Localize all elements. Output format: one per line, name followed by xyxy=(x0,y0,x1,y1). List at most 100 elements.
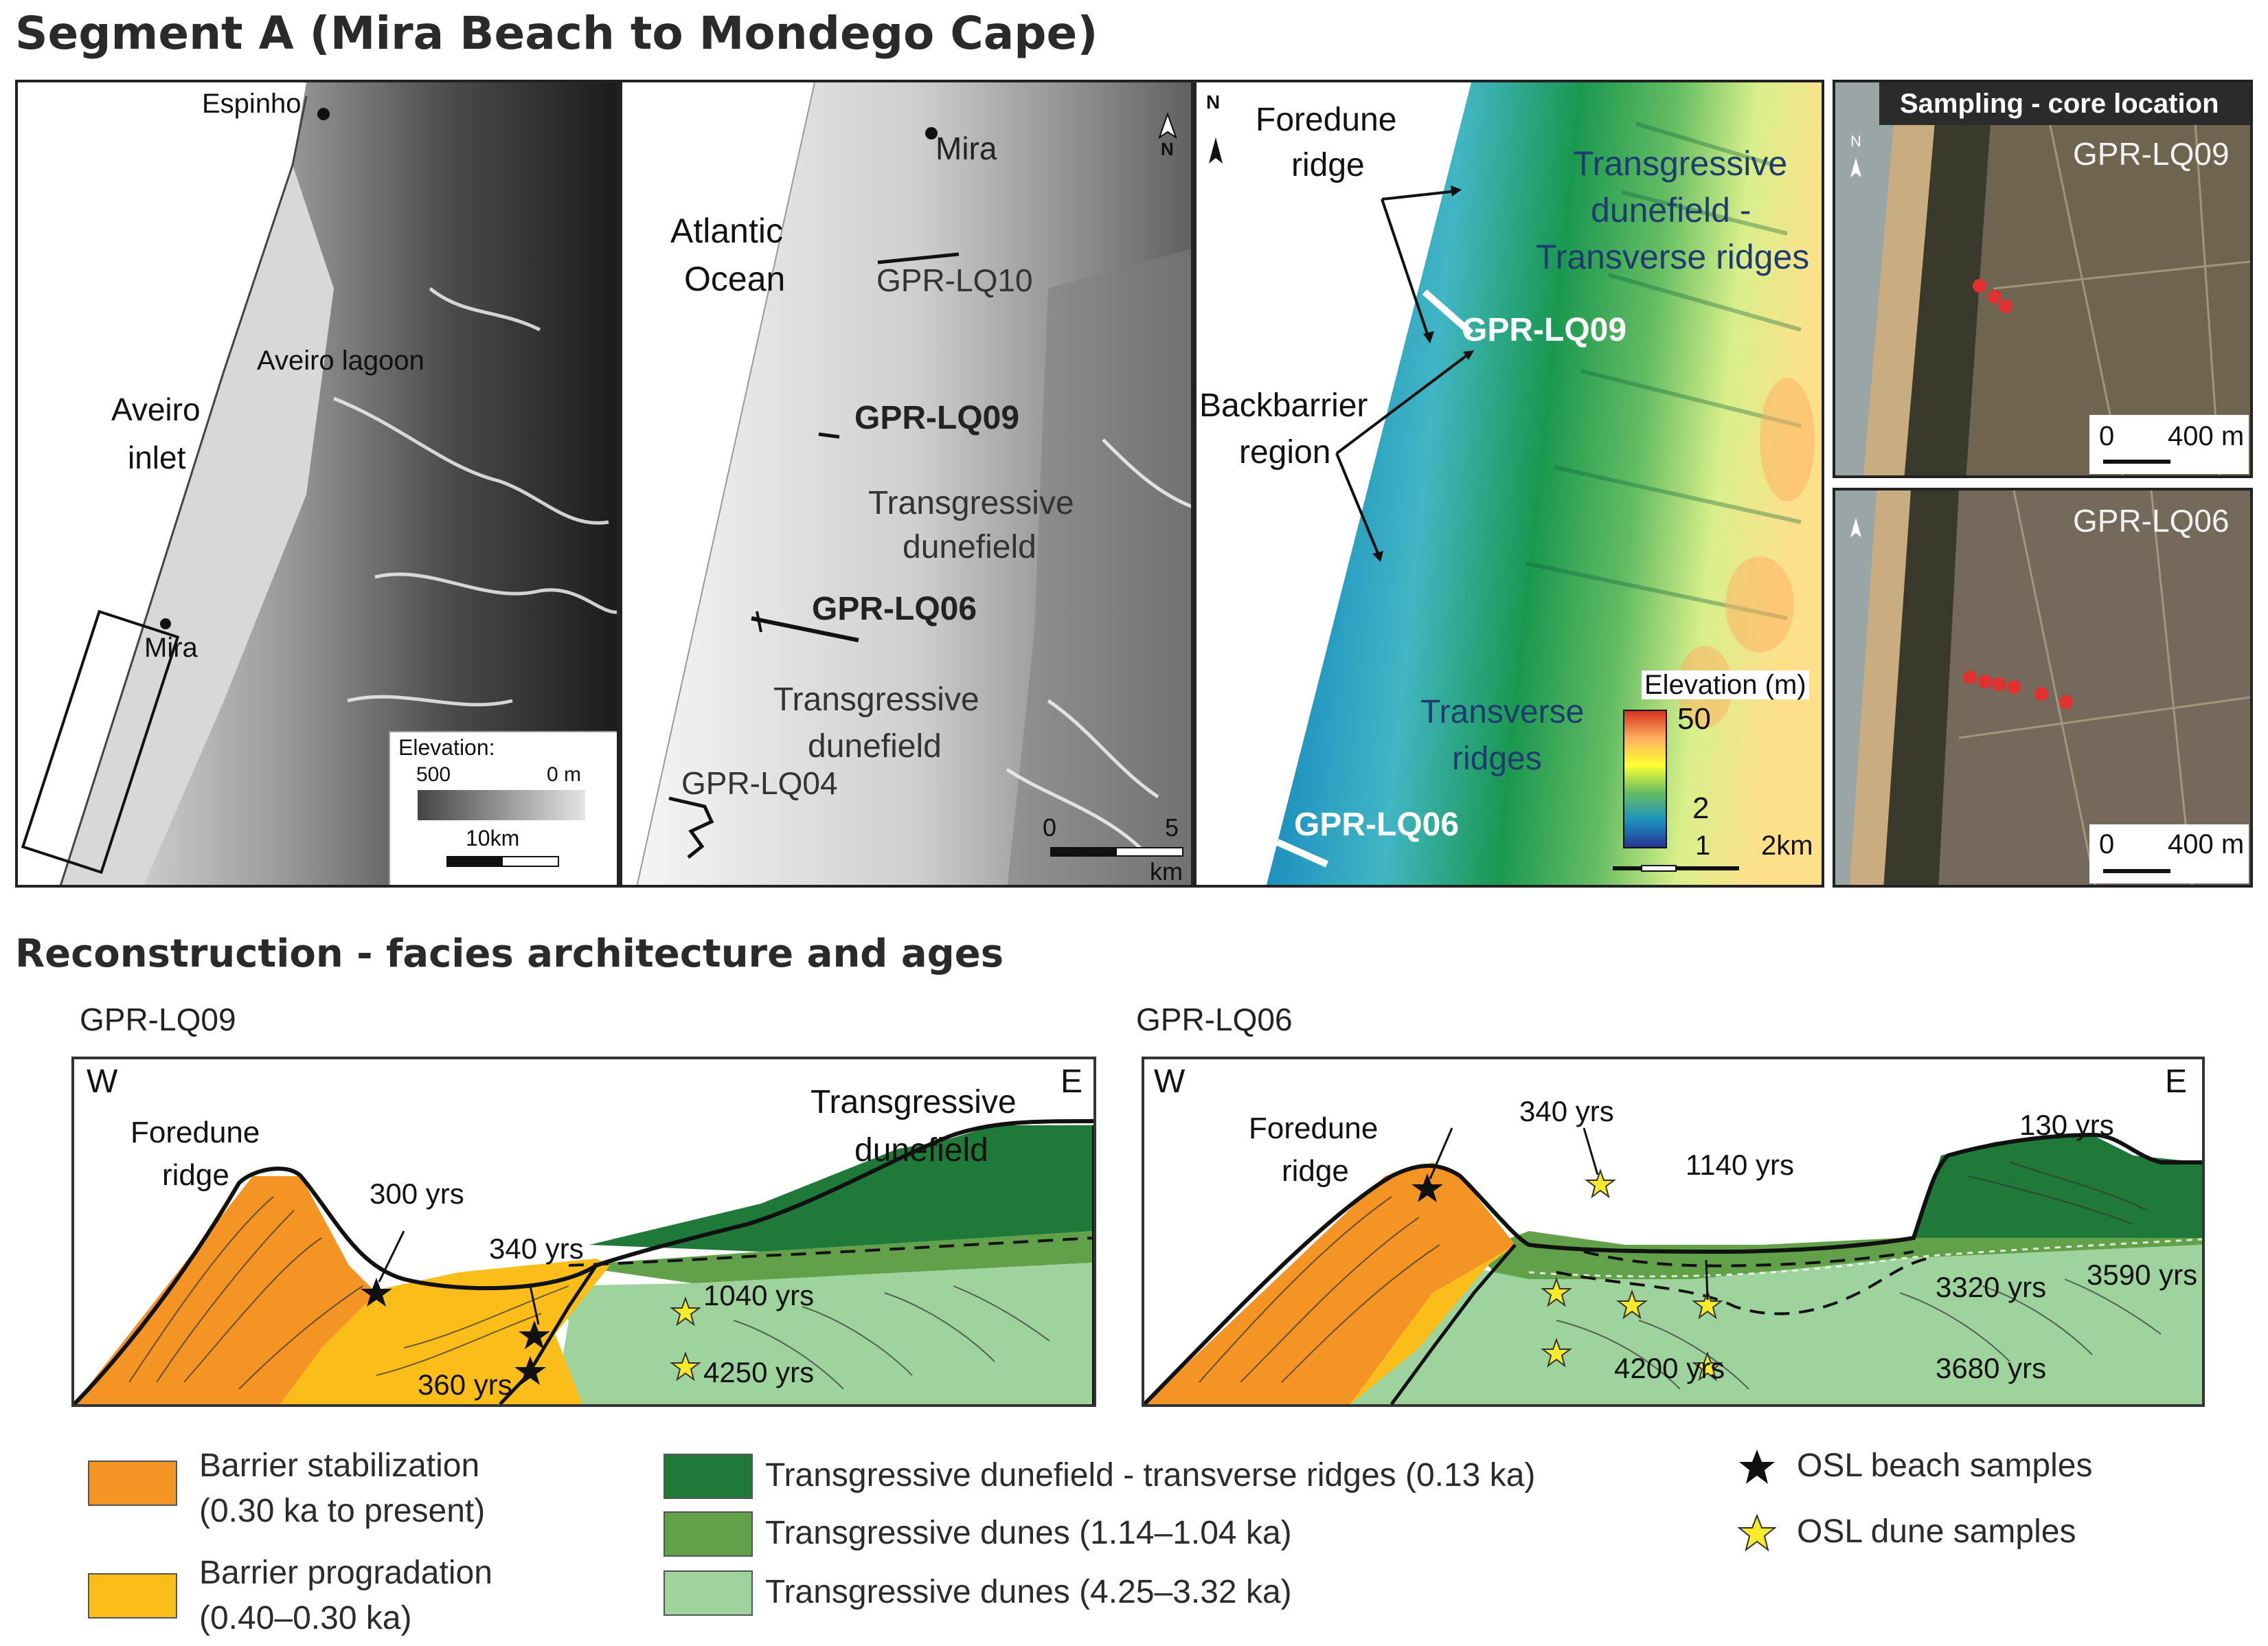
place-aveiro: Aveiro xyxy=(111,392,201,427)
aerial-photo-lq09-graphic xyxy=(1835,82,2250,475)
age-340: 340 yrs xyxy=(1519,1095,1614,1127)
regional-scale-bar xyxy=(446,856,559,867)
age-4250: 4250 yrs xyxy=(703,1356,815,1388)
elevation-legend-min: 2 xyxy=(1692,791,1710,825)
photo-label-lq06: GPR-LQ06 xyxy=(2073,503,2230,539)
north-label: N xyxy=(1161,139,1174,159)
photo-scale-400: 400 m xyxy=(2168,829,2245,859)
dunefield-label-b2: dunefield xyxy=(808,728,942,765)
photo-scale-400: 400 m xyxy=(2168,421,2245,451)
age-300: 300 yrs xyxy=(370,1177,464,1210)
legend-progradation-line2: (0.40–0.30 ka) xyxy=(199,1600,412,1636)
elevation-scale-low: 0 m xyxy=(547,763,582,786)
foredune-label-2: ridge xyxy=(1291,147,1365,183)
section-east: E xyxy=(2165,1063,2188,1100)
dunefield-label-a1: Transgressive xyxy=(868,485,1074,521)
section-profile-lq06: GPR-LQ06 xyxy=(1136,1002,1293,1037)
legend-stabilization-line1: Barrier stabilization xyxy=(199,1447,480,1484)
section-west: W xyxy=(87,1063,118,1100)
backbarrier-label-2: region xyxy=(1239,434,1331,471)
town-mira: Mira xyxy=(935,131,997,166)
ocean-label-line2: Ocean xyxy=(684,260,786,298)
foredune-label-1: Foredune xyxy=(1249,1112,1379,1145)
gpr-label-lq06: GPR-LQ06 xyxy=(1294,807,1460,843)
section-west: W xyxy=(1154,1063,1186,1100)
gpr-label-lq09: GPR-LQ09 xyxy=(1462,312,1627,348)
photo-scale-0: 0 xyxy=(2099,421,2115,451)
foredune-label-2: ridge xyxy=(162,1158,229,1192)
elevation-scale-box: Elevation: 500 0 m 10km xyxy=(389,731,617,885)
dunefield-label-a2: dunefield xyxy=(903,529,1036,565)
cross-section-lq09-graphic xyxy=(74,1119,1093,1404)
legend-swatch-transverse-ridges xyxy=(664,1454,753,1499)
photo-label-lq09: GPR-LQ09 xyxy=(2073,136,2230,172)
age-1040: 1040 yrs xyxy=(703,1279,815,1311)
regional-dem-graphic xyxy=(21,82,617,885)
elevation-color-map: N Foredune ridge Transgressive dunefield… xyxy=(1194,80,1824,888)
north-label: N xyxy=(1850,133,1861,150)
age-340: 340 yrs xyxy=(489,1232,584,1265)
mira-dem-graphic xyxy=(636,82,1191,885)
transverse-label-1: Transverse xyxy=(1420,694,1585,730)
legend-osl-beach: OSL beach samples xyxy=(1797,1447,2093,1484)
age-3320: 3320 yrs xyxy=(1936,1271,2047,1303)
foredune-label-1: Foredune xyxy=(131,1116,260,1149)
legend-swatch-dunes-recent xyxy=(664,1511,753,1557)
foredune-label-2: ridge xyxy=(1282,1154,1349,1188)
backbarrier-label-1: Backbarrier xyxy=(1199,387,1368,424)
tdf-label-1: Transgressive xyxy=(1573,144,1788,183)
cross-section-lq06-graphic xyxy=(1144,1127,2202,1404)
legend-osl-dune: OSL dune samples xyxy=(1797,1513,2076,1550)
tdf-label-3: Transverse ridges xyxy=(1536,238,1810,276)
dunefield-label-1: Transgressive xyxy=(810,1084,1017,1120)
scale-label-2km: 2km xyxy=(1761,831,1813,861)
age-130: 130 yrs xyxy=(2019,1109,2114,1141)
transverse-label-2: ridges xyxy=(1452,741,1542,777)
dunefield-label-2: dunefield xyxy=(854,1132,988,1169)
legend-stabilization-line2: (0.30 ka to present) xyxy=(199,1493,486,1529)
aerial-photo-lq06: GPR-LQ06 0 400 m xyxy=(1833,488,2253,888)
tdf-label-2: dunefield - xyxy=(1591,191,1751,229)
elevation-scale-title: Elevation: xyxy=(398,735,495,760)
elevation-legend-title: Elevation (m) xyxy=(1642,670,1809,699)
dunefield-label-b1: Transgressive xyxy=(773,681,979,718)
sampling-header: Sampling - core location xyxy=(1879,82,2250,125)
foredune-label-1: Foredune xyxy=(1256,102,1397,138)
regional-scale-label: 10km xyxy=(466,826,520,850)
aerial-photo-lq09: Sampling - core location GPR-LQ09 N 0 40… xyxy=(1833,80,2253,478)
legend-dunes-recent: Transgressive dunes (1.14–1.04 ka) xyxy=(765,1515,1292,1551)
profile-label-lq04: GPR-LQ04 xyxy=(681,765,838,801)
age-3680: 3680 yrs xyxy=(1936,1352,2047,1384)
reconstruction-title: Reconstruction - facies architecture and… xyxy=(15,932,1004,976)
osl-dune-star-icon xyxy=(1738,1514,1776,1552)
elevation-gradient-bar xyxy=(418,790,585,820)
north-label: N xyxy=(1206,91,1221,113)
elevation-scale-high: 500 xyxy=(416,763,451,786)
place-aveiro-lagoon: Aveiro lagoon xyxy=(257,346,424,376)
age-4200: 4200 yrs xyxy=(1614,1352,1725,1384)
mira-elevation-map: Atlantic Ocean Mira GPR-LQ10 GPR-LQ09 Tr… xyxy=(620,80,1194,888)
ocean-label-line1: Atlantic xyxy=(670,212,783,250)
profile-label-lq09: GPR-LQ09 xyxy=(854,400,1020,436)
age-360: 360 yrs xyxy=(418,1368,512,1401)
figure-title: Segment A (Mira Beach to Mondego Cape) xyxy=(15,7,1098,60)
place-inlet: inlet xyxy=(128,440,186,475)
cross-section-lq09: W E Foredune ridge Transgressive dunefie… xyxy=(71,1057,1096,1407)
age-1140: 1140 yrs xyxy=(1686,1149,1794,1181)
cross-section-lq06: W E Foredune ridge 340 yrs 130 yrs 1140 … xyxy=(1142,1057,2205,1407)
place-mira: Mira xyxy=(144,633,198,663)
section-profile-lq09: GPR-LQ09 xyxy=(80,1002,236,1037)
regional-elevation-map: Espinho Aveiro lagoon Aveiro inlet Mira … xyxy=(15,80,620,888)
aerial-photo-lq06-graphic xyxy=(1835,491,2250,885)
scale-unit: km xyxy=(1150,857,1183,886)
legend-progradation-line1: Barrier progradation xyxy=(199,1555,492,1591)
profile-label-lq06: GPR-LQ06 xyxy=(812,591,977,627)
legend-swatch-progradation xyxy=(88,1573,177,1619)
photo-scale-0: 0 xyxy=(2099,829,2115,859)
scale-label-5: 5 xyxy=(1165,813,1179,842)
section-east: E xyxy=(1061,1063,1083,1100)
age-3590: 3590 yrs xyxy=(2087,1259,2198,1291)
scale-label-1: 1 xyxy=(1695,831,1711,861)
scale-label-0: 0 xyxy=(1043,813,1057,842)
legend-swatch-stabilization xyxy=(88,1461,177,1506)
